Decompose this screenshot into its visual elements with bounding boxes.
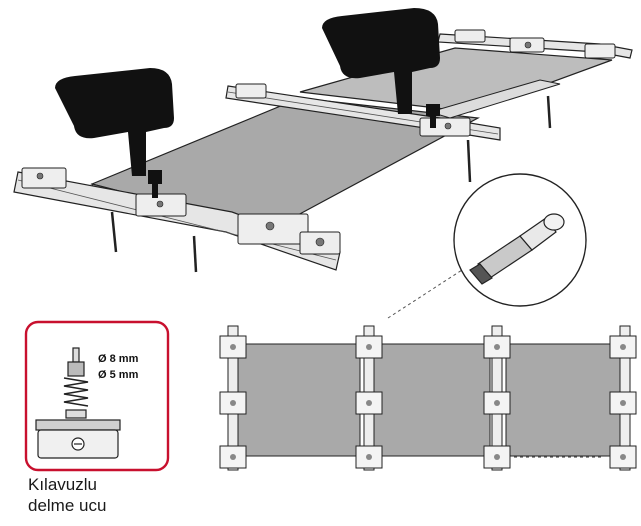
tapped-drill-bit-icon xyxy=(35,347,121,459)
cam-lock-connector-icon xyxy=(469,213,565,285)
drill-bit-caption: Kılavuzlu delme ucu xyxy=(28,474,106,516)
caption-line-2: delme ucu xyxy=(28,496,107,515)
drill-diameter-label: Ø 8 mm xyxy=(98,353,139,365)
cordless-drill-icon xyxy=(322,8,440,128)
flat-layout-diagram xyxy=(219,325,637,471)
clamp-blocks-flat xyxy=(219,335,637,469)
drill-bit-inset: Ø 8 mm Ø 5 mm xyxy=(24,320,170,472)
connector-detail xyxy=(387,173,587,319)
support-legs xyxy=(110,95,552,273)
front-rail xyxy=(13,171,341,271)
tap-diameter-label: Ø 5 mm xyxy=(98,369,139,381)
drilling-jig-assembly xyxy=(13,8,633,273)
cordless-drill-icon xyxy=(55,68,174,198)
caption-line-1: Kılavuzlu xyxy=(28,475,97,494)
